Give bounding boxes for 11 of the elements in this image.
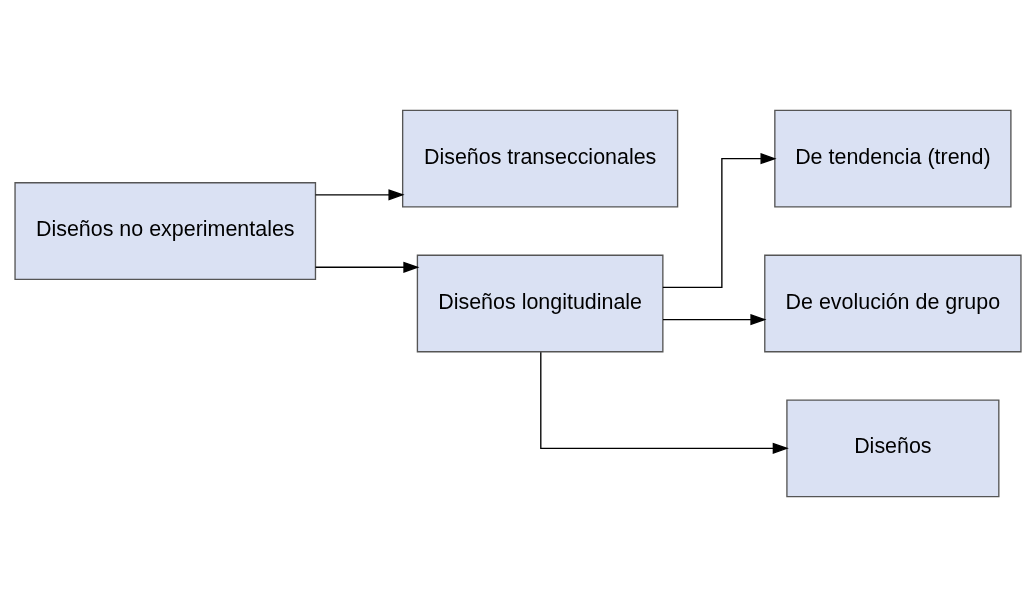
arrow [314,261,419,273]
node-box: Diseños no experimentales [13,181,316,280]
arrow [539,350,789,454]
arrow [661,152,777,288]
node-box: De tendencia (trend) [773,109,1012,208]
arrow [661,313,766,325]
node-box: Diseños [785,398,999,497]
node-box: Diseños longitudinale [416,254,663,352]
arrow [314,188,405,200]
node-box: De evolución de grupo [763,254,1022,352]
node-box: Diseños transeccionales [401,109,678,208]
